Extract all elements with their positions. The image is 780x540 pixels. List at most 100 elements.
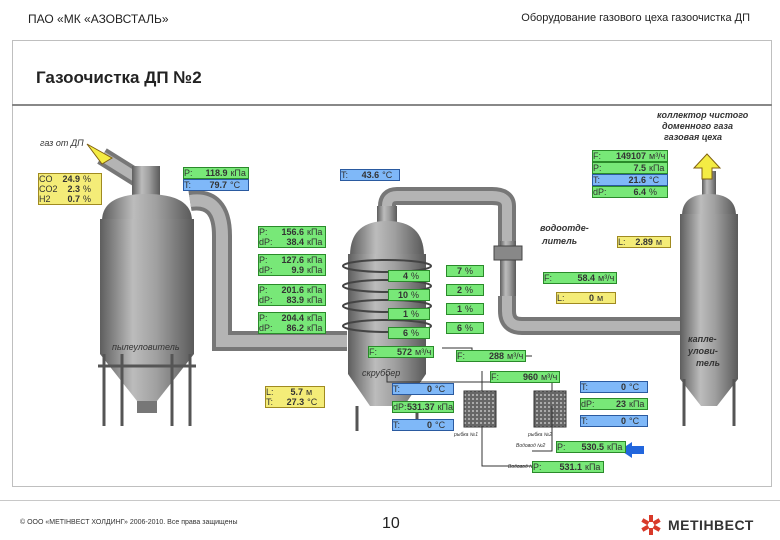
valve-left-1-value: 4 bbox=[402, 271, 408, 281]
dust-l-value: 5.7 bbox=[290, 387, 303, 397]
wp1-value: 531.1 bbox=[559, 462, 582, 472]
co2-value: 2.3 bbox=[67, 184, 80, 194]
sep-flow-unit: м³/ч bbox=[598, 273, 615, 283]
valve-left-1: 4% bbox=[388, 270, 430, 282]
wp2-label: P: bbox=[557, 442, 566, 452]
valve-right-1: 7% bbox=[446, 265, 484, 277]
page-number: 10 bbox=[382, 515, 400, 532]
collector-f-value: 149107 bbox=[615, 151, 646, 161]
rods-1-label: рыбка №1 bbox=[453, 432, 478, 438]
co-value: 24.9 bbox=[62, 174, 80, 184]
collector-dp-unit: % bbox=[649, 187, 658, 197]
title-divider bbox=[12, 104, 772, 106]
fr-t1-unit: °C bbox=[629, 382, 640, 392]
valve-left-3-unit: % bbox=[411, 309, 420, 319]
dust-t-unit: °C bbox=[307, 397, 318, 407]
fl-dp-value: 531.37 bbox=[407, 402, 435, 412]
inlet-p-value: 118.9 bbox=[205, 168, 228, 178]
valve-left-2-value: 10 bbox=[397, 290, 408, 300]
level3-p-label: P: bbox=[259, 285, 268, 295]
dust-t-label: T: bbox=[266, 397, 274, 407]
copyright: © ООО «МЕТІНВЕСТ ХОЛДИНГ» 2006-2010. Все… bbox=[20, 519, 238, 526]
drop-catcher-label-2: улови- bbox=[687, 346, 718, 356]
wp1-label: P: bbox=[533, 462, 542, 472]
fl-t1-unit: °C bbox=[435, 384, 446, 394]
valve-left-3: 1% bbox=[388, 308, 430, 320]
content-frame bbox=[12, 40, 772, 487]
flow-288-label: F: bbox=[457, 351, 465, 361]
level1-dp-label: dP: bbox=[259, 237, 273, 247]
sep-level-value: 2.89 bbox=[635, 237, 653, 247]
valve-right-2-value: 2 bbox=[456, 285, 462, 295]
co2-unit: % bbox=[83, 184, 92, 194]
collector-f-unit: м³/ч bbox=[649, 151, 666, 161]
level2-dp-label: dP: bbox=[259, 265, 273, 275]
valve-right-1-unit: % bbox=[465, 266, 474, 276]
level3-p-value: 201.6 bbox=[281, 285, 304, 295]
water-1-label: Водовод №1 bbox=[508, 464, 538, 470]
inlet-p-label: P: bbox=[184, 168, 193, 178]
top-temp-value: 43.6 bbox=[361, 170, 380, 180]
level1-p-value: 156.6 bbox=[281, 227, 304, 237]
valve-right-3-unit: % bbox=[465, 304, 474, 314]
fr-dp-value: 23 bbox=[615, 399, 626, 409]
dust-l-label: L: bbox=[266, 387, 274, 397]
top-temp-unit: °C bbox=[382, 170, 393, 180]
scrubber-flow-unit: м³/ч bbox=[415, 347, 432, 357]
dust-catcher-label: пылеуловитель bbox=[112, 342, 180, 352]
valve-left-4-unit: % bbox=[411, 328, 420, 338]
h2-unit: % bbox=[83, 194, 92, 204]
valve-right-4-unit: % bbox=[465, 323, 474, 333]
gas-from-dp-label: газ от ДП bbox=[40, 138, 84, 148]
inlet-t-value: 79.7 bbox=[209, 180, 227, 190]
fr-t1-label: T: bbox=[581, 382, 589, 392]
collector-p-value: 7.5 bbox=[633, 163, 646, 173]
valve-left-4: 6% bbox=[388, 327, 430, 339]
rods-2-label: рыбка №2 bbox=[527, 432, 552, 438]
sep-flow-label: F: bbox=[544, 273, 552, 283]
level1-dp-unit: кПа bbox=[307, 237, 323, 247]
level2-dp-unit: кПа bbox=[307, 265, 323, 275]
drop-catcher-vessel bbox=[680, 171, 738, 426]
fr-t2-value: 0 bbox=[620, 416, 626, 426]
inlet-p-unit: кПа bbox=[230, 168, 246, 178]
dust-t-value: 27.3 bbox=[286, 397, 305, 407]
level2-dp-value: 9.9 bbox=[291, 265, 304, 275]
water-separator-label-1: водоотде- bbox=[540, 223, 589, 233]
collector-f-label: F: bbox=[593, 151, 601, 161]
level4-dp-label: dP: bbox=[259, 323, 273, 333]
valve-left-4-value: 6 bbox=[402, 328, 408, 338]
valve-right-2: 2% bbox=[446, 284, 484, 296]
level2-p-value: 127.6 bbox=[281, 255, 304, 265]
wp1-unit: кПа bbox=[585, 462, 601, 472]
collector-dp-label: dP: bbox=[593, 187, 607, 197]
scrubber-flow-label: F: bbox=[369, 347, 377, 357]
fl-t1-label: T: bbox=[393, 384, 401, 394]
h2-label: H2 bbox=[39, 194, 51, 204]
co-unit: % bbox=[83, 174, 92, 184]
valve-right-2-unit: % bbox=[465, 285, 474, 295]
level4-p-unit: кПа bbox=[307, 313, 323, 323]
water-separator-vessel bbox=[493, 241, 523, 296]
scrubber-label: скруббер bbox=[362, 368, 400, 378]
level4-p-value: 204.4 bbox=[281, 313, 304, 323]
collector-t-unit: °C bbox=[649, 175, 660, 185]
co2-label: CO2 bbox=[39, 184, 58, 194]
inlet-t-label: T: bbox=[184, 180, 192, 190]
fl-t1-value: 0 bbox=[426, 384, 432, 394]
fl-t2-label: T: bbox=[393, 420, 401, 430]
valve-right-3-value: 1 bbox=[456, 304, 462, 314]
valve-left-3-value: 1 bbox=[402, 309, 408, 319]
